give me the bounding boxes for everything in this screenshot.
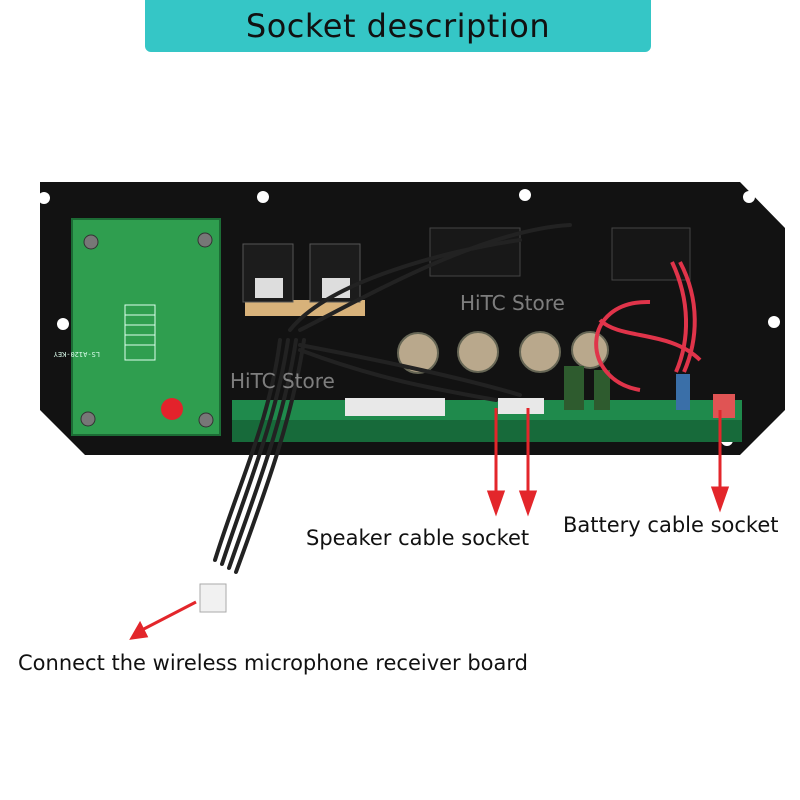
watermark: HiTC Store [460, 291, 565, 315]
microphone-receiver-label: Connect the wireless microphone receiver… [18, 651, 528, 675]
mounting-hole [257, 191, 269, 203]
mic-plug [199, 583, 227, 613]
mounting-hole [57, 318, 69, 330]
header-connector [498, 398, 544, 414]
mounting-hole [743, 191, 755, 203]
mounting-hole [44, 434, 56, 446]
red-wires [594, 261, 702, 392]
header-connector [345, 398, 445, 416]
watermark: HiTC Store [230, 369, 335, 393]
led-pads [124, 304, 156, 361]
board-silkscreen: LS-A120-KEY [53, 350, 100, 358]
speaker-cable-socket-label: Speaker cable socket [306, 526, 530, 550]
input-jacks [429, 227, 521, 277]
key-board [71, 218, 221, 436]
page-title: Socket description [245, 7, 551, 45]
cable-bundle [213, 223, 572, 574]
arrows [129, 408, 730, 640]
mounting-hole [519, 189, 531, 201]
red-button [161, 398, 183, 420]
mounting-hole [768, 316, 780, 328]
mounting-hole [38, 192, 50, 204]
capacitors [397, 331, 690, 410]
title-banner: Socket description [145, 0, 651, 52]
battery-connector [713, 394, 735, 418]
battery-cable-socket-label: Battery cable socket [563, 513, 779, 537]
